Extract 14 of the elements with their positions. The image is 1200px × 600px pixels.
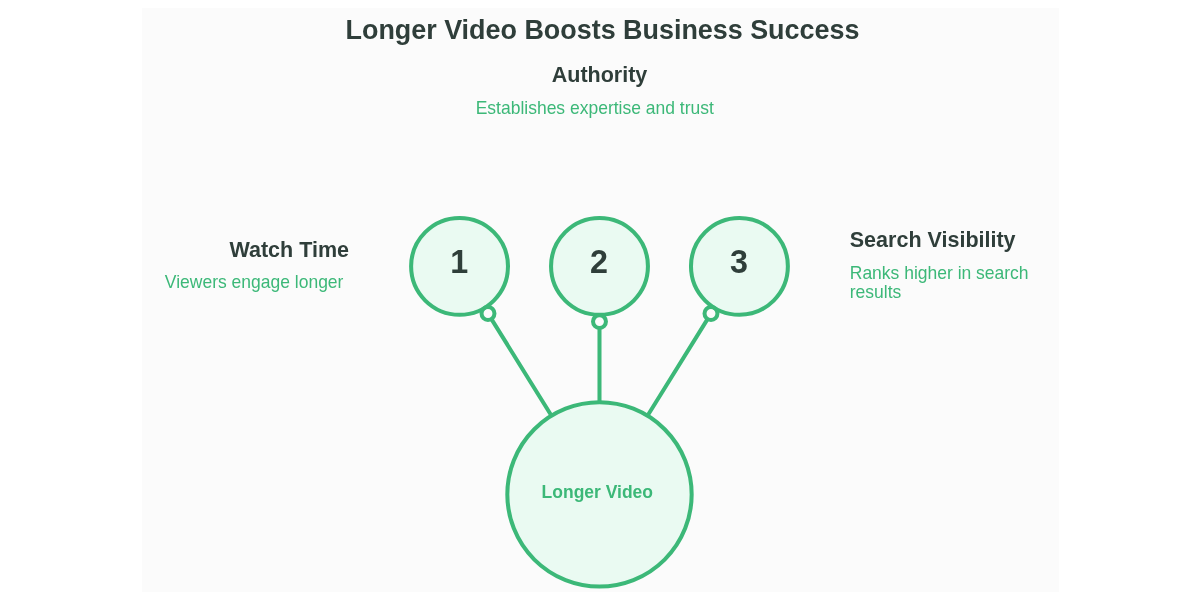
node-label: Viewers engage longer [164,272,343,293]
connector [645,305,719,417]
node-circle: Longer Video [504,400,694,589]
connector [590,313,608,403]
node-circle: 2 [548,215,650,317]
diagram-title: Longer Video Boosts Business Success [345,14,859,45]
node-label: Watch Time [228,237,349,262]
connector [479,305,553,417]
node-label: Authority [551,63,647,88]
node-label: Search Visibility [849,228,1016,253]
node-circle: 1 [408,215,510,317]
node-label: Establishes expertise and trust [475,98,714,119]
node-circle: 3 [688,215,790,317]
node-label: Ranks higher in search results [849,263,1029,302]
